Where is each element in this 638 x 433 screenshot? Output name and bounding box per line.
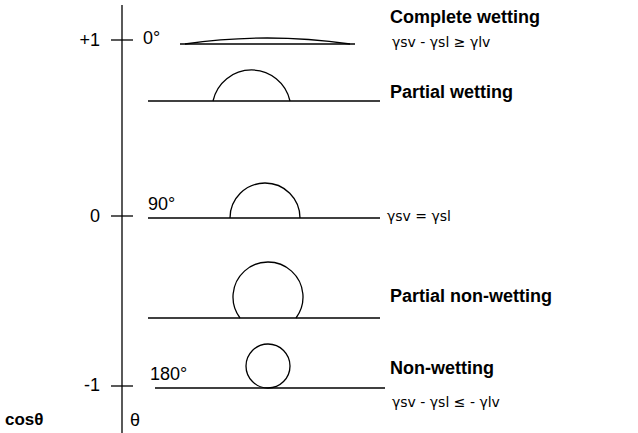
angle-value: 90° [148,194,175,215]
condition-formula: γsv - γsl ≥ γlv [392,34,490,50]
droplet-half [230,183,300,218]
droplet-cap [213,70,290,101]
axis-title: cosθ [5,410,43,430]
substrate-line [148,217,380,218]
state-name: Partial wetting [390,82,513,103]
axis-tick [111,385,133,386]
axis-line [121,5,122,433]
droplet-sphere [246,344,290,388]
axis-title: θ [130,410,140,431]
substrate-line [148,317,380,318]
axis-value: 0 [90,206,100,227]
axis-value: +1 [79,30,100,51]
axis-tick [111,39,133,40]
angle-value: 180° [150,364,187,385]
state-name: Partial non-wetting [390,286,552,307]
axis-tick [111,215,133,216]
axis-value: -1 [84,375,100,396]
condition-formula: γsv - γsl ≤ - γlv [392,394,500,410]
angle-value: 0° [143,28,160,49]
droplet-bead [233,262,303,318]
condition-formula: γsv = γsl [387,208,451,224]
state-name: Non-wetting [390,358,494,379]
substrate-line [148,100,380,101]
substrate-line [180,43,355,44]
droplet-film [185,38,350,44]
state-name: Complete wetting [390,7,540,28]
